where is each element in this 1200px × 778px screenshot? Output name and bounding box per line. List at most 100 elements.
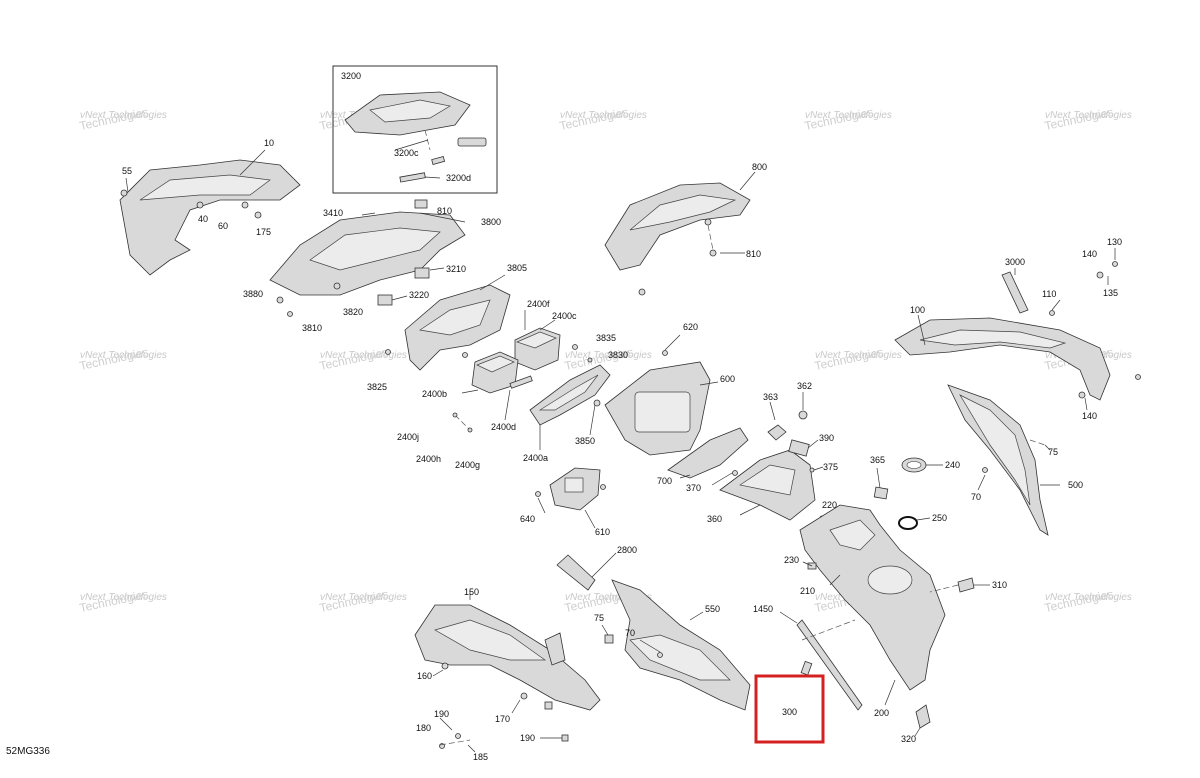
- watermark: vNext Technologies: [80, 110, 167, 121]
- label-1450: 1450: [753, 604, 773, 614]
- label-220: 220: [822, 500, 837, 510]
- part-3805-bracket: [385, 274, 511, 371]
- label-140: 140: [1082, 411, 1097, 421]
- part-300-highlight: [754, 674, 825, 744]
- label-320: 320: [901, 734, 916, 744]
- label-240: 240: [945, 460, 960, 470]
- label-370: 370: [686, 483, 701, 493]
- label-3880: 3880: [243, 289, 263, 299]
- label-2400b: 2400b: [422, 389, 447, 399]
- label-3200c: 3200c: [394, 148, 419, 158]
- label-230: 230: [784, 555, 799, 565]
- label-300: 300: [782, 707, 797, 717]
- label-500: 500: [1068, 480, 1083, 490]
- label-70: 70: [625, 628, 635, 638]
- label-3820: 3820: [343, 307, 363, 317]
- label-135: 135: [1103, 288, 1118, 298]
- label-3000: 3000: [1005, 257, 1025, 267]
- label-250: 250: [932, 513, 947, 523]
- part-700-panel: [667, 427, 749, 486]
- label-363: 363: [763, 392, 778, 402]
- watermark: vNext Technologies: [560, 110, 647, 121]
- label-130: 130: [1107, 237, 1122, 247]
- label-375: 375: [823, 462, 838, 472]
- label-600: 600: [720, 374, 735, 384]
- label-150: 150: [464, 587, 479, 597]
- watermark: vNext Technologies: [565, 350, 652, 361]
- label-800: 800: [752, 162, 767, 172]
- watermark: vNext Technologies: [80, 592, 167, 603]
- parts-310-320-clips: [914, 577, 990, 737]
- label-310: 310: [992, 580, 1007, 590]
- label-60: 60: [218, 221, 228, 231]
- label-2400h: 2400h: [416, 454, 441, 464]
- watermark: vNext Technologies: [1045, 592, 1132, 603]
- label-40: 40: [198, 214, 208, 224]
- parts-2400-modules: [461, 310, 561, 421]
- label-810: 810: [437, 206, 452, 216]
- label-75: 75: [594, 613, 604, 623]
- label-175: 175: [256, 227, 271, 237]
- watermark: vNext Technologies: [565, 592, 652, 603]
- watermark: vNext Technologies: [320, 350, 407, 361]
- label-70: 70: [971, 492, 981, 502]
- part-200-console: [799, 504, 946, 706]
- part-610-bracket: [535, 467, 606, 529]
- part-2800-trim: [556, 552, 617, 591]
- label-110: 110: [1042, 289, 1056, 299]
- label-2400c: 2400c: [552, 311, 577, 321]
- label-362: 362: [797, 381, 812, 391]
- label-365: 365: [870, 455, 885, 465]
- label-3800: 3800: [481, 217, 501, 227]
- label-610: 610: [595, 527, 610, 537]
- watermark: vNext Technologies: [815, 350, 902, 361]
- label-550: 550: [705, 604, 720, 614]
- label-3850: 3850: [575, 436, 595, 446]
- part-10-fascia: [119, 149, 301, 276]
- label-3825: 3825: [367, 382, 387, 392]
- label-3200d: 3200d: [446, 173, 471, 183]
- watermark: vNext Technologies: [1045, 110, 1132, 121]
- label-620: 620: [683, 322, 698, 332]
- inset-3200: [332, 65, 498, 194]
- label-160: 160: [417, 671, 432, 681]
- part-500-side-panel: [947, 384, 1060, 536]
- label-390: 390: [819, 433, 834, 443]
- label-2800: 2800: [617, 545, 637, 555]
- label-2400d: 2400d: [491, 422, 516, 432]
- parts-360-390-console: [719, 392, 825, 521]
- label-190: 190: [434, 709, 449, 719]
- label-200: 200: [874, 708, 889, 718]
- part-3800-storage-bin: [269, 199, 466, 317]
- label-10: 10: [264, 138, 274, 148]
- part-800-deflector: [604, 171, 756, 296]
- label-55: 55: [122, 166, 132, 176]
- label-700: 700: [657, 476, 672, 486]
- label-210: 210: [800, 586, 815, 596]
- label-2400f: 2400f: [527, 299, 550, 309]
- label-360: 360: [707, 514, 722, 524]
- label-3220: 3220: [409, 290, 429, 300]
- label-3210: 3210: [446, 264, 466, 274]
- label-180: 180: [416, 723, 431, 733]
- watermark: vNext Technologies: [805, 110, 892, 121]
- part-labels: 3200 3200c 3200d 10 55 40 60 175 3410 81…: [122, 71, 1122, 762]
- diagram-code: 52MG336: [6, 746, 50, 757]
- label-185: 185: [473, 752, 488, 762]
- highlight-box: [754, 674, 825, 744]
- label-2400j: 2400j: [397, 432, 419, 442]
- label-100: 100: [910, 305, 925, 315]
- label-2400g: 2400g: [455, 460, 480, 470]
- label-3200: 3200: [341, 71, 361, 81]
- part-600-cluster-housing: [604, 334, 719, 456]
- part-2400a-rail: [452, 344, 611, 450]
- label-3830: 3830: [608, 350, 628, 360]
- label-140: 140: [1082, 249, 1097, 259]
- part-100-side-panel: [894, 248, 1141, 411]
- label-810: 810: [746, 249, 761, 259]
- label-3410: 3410: [323, 208, 343, 218]
- part-150-side-panel: [414, 590, 601, 753]
- label-170: 170: [495, 714, 510, 724]
- label-3810: 3810: [302, 323, 322, 333]
